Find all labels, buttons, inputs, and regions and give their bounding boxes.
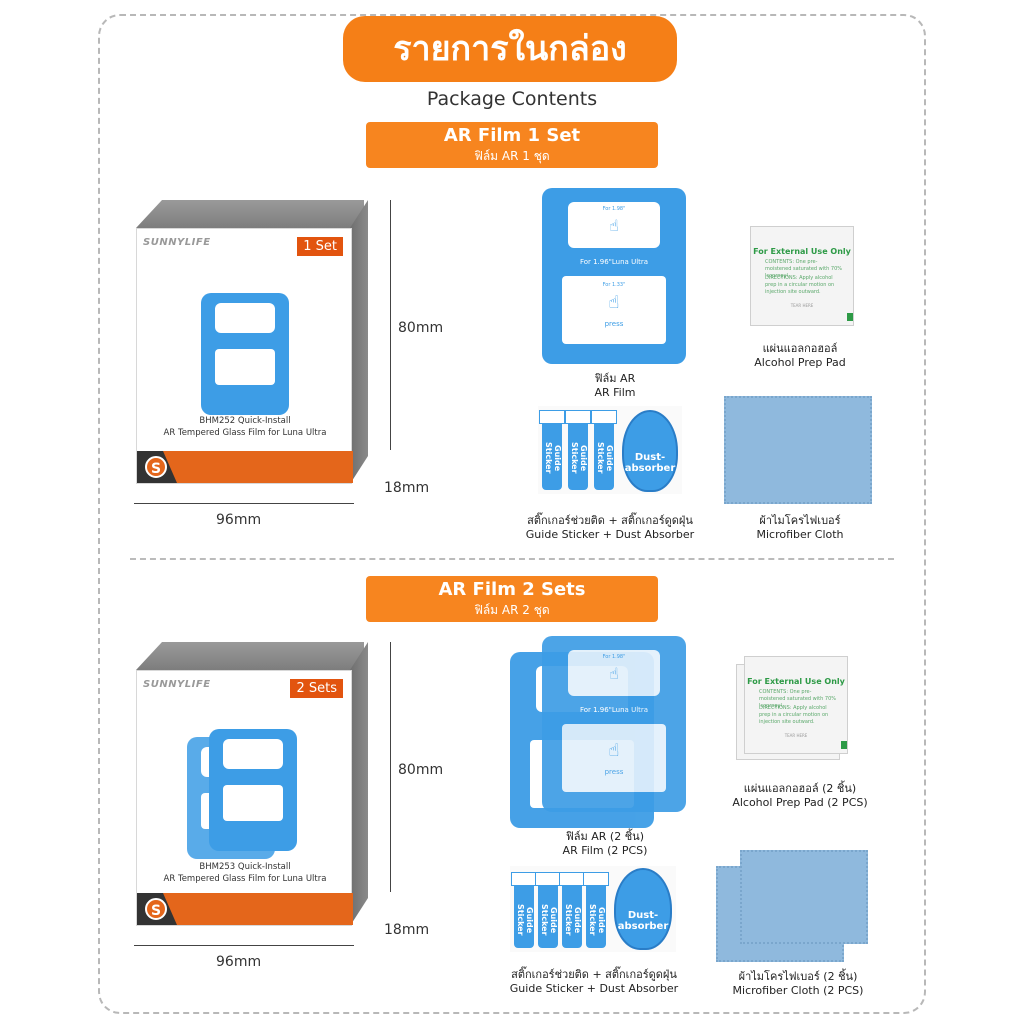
set-count-badge: 2 Sets bbox=[290, 679, 343, 698]
box-top-face bbox=[136, 642, 364, 670]
section2-pad-caption: แผ่นแอลกอฮอล์ (2 ชิ้น) Alcohol Prep Pad … bbox=[732, 782, 868, 809]
section2-cloth-caption: ผ้าไมโครไฟเบอร์ (2 ชิ้น) Microfiber Clot… bbox=[732, 970, 864, 997]
tap-hand-icon: ☝ bbox=[609, 664, 619, 683]
content-frame bbox=[98, 14, 926, 1014]
dust-absorber-sticker: Dust-absorber bbox=[614, 868, 672, 950]
section1-banner-en: AR Film 1 Set bbox=[443, 125, 581, 146]
box-model-line: BHM253 Quick-Install bbox=[199, 862, 291, 872]
box-product-line: AR Tempered Glass Film for Luna Ultra bbox=[163, 428, 327, 438]
width-dimension-line bbox=[134, 945, 354, 946]
section2-banner: AR Film 2 Sets ฟิล์ม AR 2 ชุด bbox=[366, 576, 658, 622]
box-side-face bbox=[350, 642, 368, 926]
section-divider bbox=[130, 558, 894, 560]
section2-sticker-caption: สติ๊กเกอร์ช่วยติด + สติ๊กเกอร์ดูดฝุ่น Gu… bbox=[509, 968, 679, 995]
height-dimension-line bbox=[390, 200, 391, 450]
section2-microfiber-cloth-front bbox=[740, 850, 868, 944]
brand-logo: SUNNYLIFE bbox=[143, 237, 211, 248]
box-film-illustration bbox=[201, 293, 289, 415]
section1-guide-sticker-set: Guide Sticker Guide Sticker Guide Sticke… bbox=[538, 406, 682, 494]
depth-dimension-label: 18mm bbox=[384, 922, 430, 938]
section1-banner-th: ฟิล์ม AR 1 ชุด bbox=[474, 149, 550, 163]
tap-hand-icon: ☝ bbox=[609, 216, 619, 235]
box-footer-band: S bbox=[137, 893, 353, 925]
box-model-line: BHM252 Quick-Install bbox=[199, 416, 291, 426]
section2-guide-sticker-set: Guide Sticker Guide Sticker Guide Sticke… bbox=[510, 866, 676, 952]
section1-sticker-caption: สติ๊กเกอร์ช่วยติด + สติ๊กเกอร์ดูดฝุ่น Gu… bbox=[525, 514, 695, 541]
section1-banner: AR Film 1 Set ฟิล์ม AR 1 ชุด bbox=[366, 122, 658, 168]
box-film-illustration-front bbox=[209, 729, 297, 851]
brand-logo: SUNNYLIFE bbox=[143, 679, 211, 690]
section2-film-caption: ฟิล์ม AR (2 ชิ้น) AR Film (2 PCS) bbox=[562, 830, 648, 857]
section2-banner-en: AR Film 2 Sets bbox=[438, 579, 586, 600]
width-dimension-label: 96mm bbox=[216, 954, 262, 970]
height-dimension-label: 80mm bbox=[398, 320, 444, 336]
box-footer-band: S bbox=[137, 451, 353, 483]
width-dimension-line bbox=[134, 503, 354, 504]
tap-hand-icon: ☝ bbox=[608, 740, 620, 761]
section1-ar-film: For 1.98" ☝ For 1.96"Luna Ultra For 1.33… bbox=[542, 188, 686, 364]
tap-hand-icon: ☝ bbox=[608, 292, 620, 313]
box-side-face bbox=[350, 200, 368, 484]
section2-banner-th: ฟิล์ม AR 2 ชุด bbox=[474, 603, 550, 617]
depth-dimension-label: 18mm bbox=[384, 480, 430, 496]
sunnylife-s-icon: S bbox=[145, 898, 167, 920]
box-top-face bbox=[136, 200, 364, 228]
section1-microfiber-cloth bbox=[724, 396, 872, 504]
page-title: รายการในกล่อง bbox=[343, 16, 677, 82]
dust-absorber-sticker: Dust-absorber bbox=[622, 410, 678, 492]
width-dimension-label: 96mm bbox=[216, 512, 262, 528]
section1-product-box: SUNNYLIFE 1 Set BHM252 Quick-Install AR … bbox=[136, 200, 368, 484]
section2-alcohol-pad-front: For External Use Only CONTENTS: One pre-… bbox=[744, 656, 848, 754]
section2-ar-film-front: For 1.98" ☝ For 1.96"Luna Ultra ☝ press bbox=[542, 636, 686, 812]
section2-product-box: SUNNYLIFE 2 Sets BHM253 Quick-Install AR… bbox=[136, 642, 368, 926]
set-count-badge: 1 Set bbox=[297, 237, 343, 256]
box-front-face: SUNNYLIFE 1 Set BHM252 Quick-Install AR … bbox=[136, 228, 353, 484]
page-subtitle: Package Contents bbox=[426, 88, 598, 110]
height-dimension-line bbox=[390, 642, 391, 892]
section1-film-caption: ฟิล์ม AR AR Film bbox=[594, 372, 636, 399]
section1-pad-caption: แผ่นแอลกอฮอล์ Alcohol Prep Pad bbox=[754, 342, 846, 369]
sunnylife-s-icon: S bbox=[145, 456, 167, 478]
box-product-line: AR Tempered Glass Film for Luna Ultra bbox=[163, 874, 327, 884]
section1-alcohol-pad: For External Use Only CONTENTS: One pre-… bbox=[750, 226, 854, 326]
height-dimension-label: 80mm bbox=[398, 762, 444, 778]
box-front-face: SUNNYLIFE 2 Sets BHM253 Quick-Install AR… bbox=[136, 670, 353, 926]
section1-cloth-caption: ผ้าไมโครไฟเบอร์ Microfiber Cloth bbox=[756, 514, 844, 541]
